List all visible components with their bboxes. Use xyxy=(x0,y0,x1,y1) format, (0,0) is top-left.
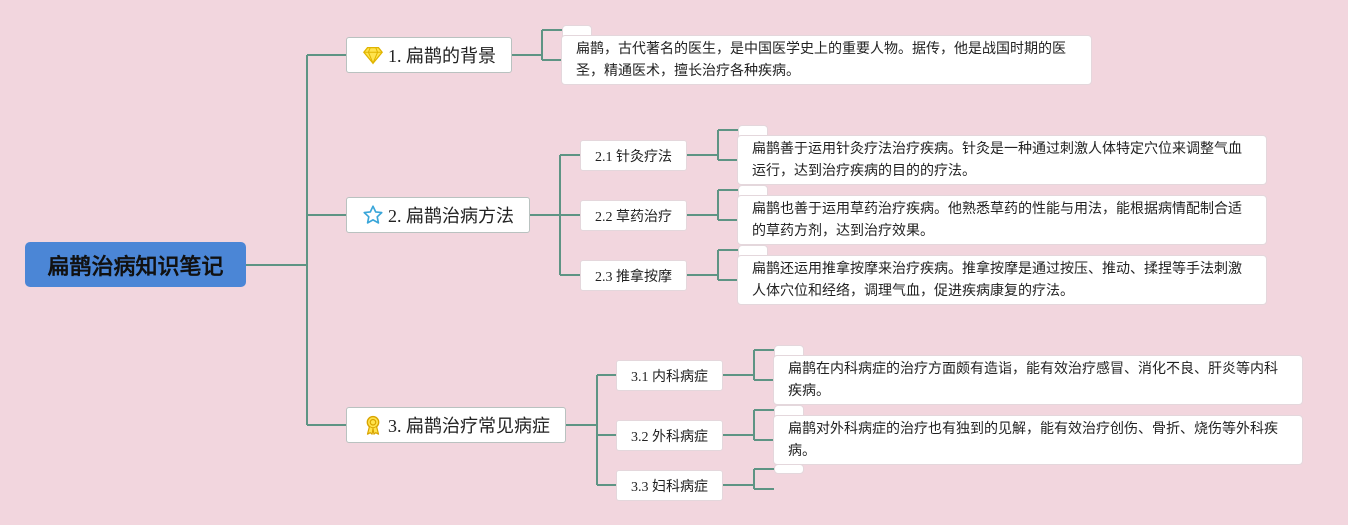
note-connector xyxy=(687,249,738,281)
subtopic-gynecology-label: 3.3 妇科病症 xyxy=(631,479,708,495)
root-topic-label: 扁鹊治病知识笔记 xyxy=(47,254,224,280)
note-internal-medicine[interactable]: 扁鹊在内科病症的治疗方面颇有造诣，能有效治疗感冒、消化不良、肝炎等内科疾病。 xyxy=(773,355,1303,405)
root-topic[interactable]: 扁鹊治病知识笔记 xyxy=(25,242,246,287)
diamond-icon xyxy=(362,44,384,66)
topic-treatment-methods-label: 2. 扁鹊治病方法 xyxy=(388,206,514,226)
note-surgery[interactable]: 扁鹊对外科病症的治疗也有独到的见解，能有效治疗创伤、骨折、烧伤等外科疾病。 xyxy=(773,415,1303,465)
note-connector xyxy=(512,29,562,61)
topic-background[interactable]: 1. 扁鹊的背景 xyxy=(346,37,512,73)
note-acupuncture-text: 扁鹊善于运用针灸疗法治疗疾病。针灸是一种通过刺激人体特定穴位来调整气血运行，达到… xyxy=(752,141,1242,179)
note-background-text: 扁鹊，古代著名的医生，是中国医学史上的重要人物。据传，他是战国时期的医圣，精通医… xyxy=(576,41,1066,79)
topic-common-diseases-label: 3. 扁鹊治疗常见病症 xyxy=(388,416,550,436)
note-tab xyxy=(738,185,768,196)
topic-treatment-methods[interactable]: 2. 扁鹊治病方法 xyxy=(346,197,530,233)
note-connector xyxy=(723,349,774,381)
subtopic-surgery-label: 3.2 外科病症 xyxy=(631,429,708,445)
note-massage-text: 扁鹊还运用推拿按摩来治疗疾病。推拿按摩是通过按压、推动、揉捏等手法刺激人体穴位和… xyxy=(752,261,1242,299)
subtopic-acupuncture[interactable]: 2.1 针灸疗法 xyxy=(580,140,687,171)
note-massage[interactable]: 扁鹊还运用推拿按摩来治疗疾病。推拿按摩是通过按压、推动、揉捏等手法刺激人体穴位和… xyxy=(737,255,1267,305)
award-ribbon-icon xyxy=(362,414,384,436)
subtopic-herbal-label: 2.2 草药治疗 xyxy=(595,209,672,225)
subtopic-surgery[interactable]: 3.2 外科病症 xyxy=(616,420,723,451)
subtopic-massage-label: 2.3 推拿按摩 xyxy=(595,269,672,285)
note-herbal[interactable]: 扁鹊也善于运用草药治疗疾病。他熟悉草药的性能与用法，能根据病情配制合适的草药方剂… xyxy=(737,195,1267,245)
sub-connector xyxy=(530,154,580,276)
note-tab-empty xyxy=(774,464,804,474)
note-tab xyxy=(774,405,804,416)
note-connector xyxy=(687,189,738,221)
note-background[interactable]: 扁鹊，古代著名的医生，是中国医学史上的重要人物。据传，他是战国时期的医圣，精通医… xyxy=(561,35,1092,85)
note-herbal-text: 扁鹊也善于运用草药治疗疾病。他熟悉草药的性能与用法，能根据病情配制合适的草药方剂… xyxy=(752,201,1242,239)
subtopic-massage[interactable]: 2.3 推拿按摩 xyxy=(580,260,687,291)
note-tab xyxy=(738,125,768,136)
subtopic-herbal[interactable]: 2.2 草药治疗 xyxy=(580,200,687,231)
note-connector xyxy=(687,129,738,161)
topic-common-diseases[interactable]: 3. 扁鹊治疗常见病症 xyxy=(346,407,566,443)
note-surgery-text: 扁鹊对外科病症的治疗也有独到的见解，能有效治疗创伤、骨折、烧伤等外科疾病。 xyxy=(788,421,1278,459)
star-icon xyxy=(362,204,384,226)
note-connector xyxy=(723,468,774,490)
subtopic-gynecology[interactable]: 3.3 妇科病症 xyxy=(616,470,723,501)
sub-connector xyxy=(566,374,616,486)
subtopic-internal-medicine[interactable]: 3.1 内科病症 xyxy=(616,360,723,391)
note-tab xyxy=(774,345,804,356)
subtopic-acupuncture-label: 2.1 针灸疗法 xyxy=(595,149,672,165)
subtopic-internal-medicine-label: 3.1 内科病症 xyxy=(631,369,708,385)
topic-background-label: 1. 扁鹊的背景 xyxy=(388,46,496,66)
note-tab xyxy=(738,245,768,256)
note-tab xyxy=(562,25,592,36)
note-acupuncture[interactable]: 扁鹊善于运用针灸疗法治疗疾病。针灸是一种通过刺激人体特定穴位来调整气血运行，达到… xyxy=(737,135,1267,185)
note-internal-medicine-text: 扁鹊在内科病症的治疗方面颇有造诣，能有效治疗感冒、消化不良、肝炎等内科疾病。 xyxy=(788,361,1278,399)
note-connector xyxy=(723,409,774,441)
